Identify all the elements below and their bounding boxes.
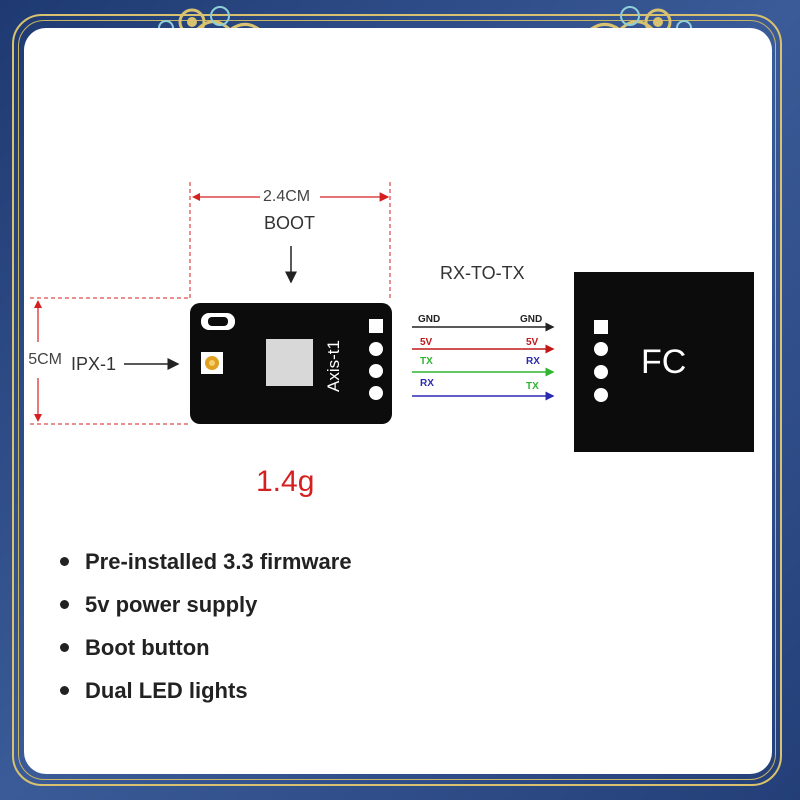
- wire-right-label: TX: [526, 381, 539, 392]
- fc-pad: [594, 388, 608, 402]
- gold-border: [12, 14, 782, 786]
- feature-list: Pre-installed 3.3 firmware 5v power supp…: [60, 540, 352, 712]
- boot-label: BOOT: [264, 213, 316, 233]
- wire-right-label: 5V: [526, 337, 539, 348]
- wire-left-label: TX: [420, 356, 433, 367]
- fc-pad: [594, 365, 608, 379]
- wire-left-label: 5V: [420, 337, 433, 348]
- gold-inner-border: [18, 20, 776, 780]
- list-item: Pre-installed 3.3 firmware: [60, 540, 352, 583]
- antenna-label: IPX-1: [71, 354, 117, 374]
- fc-label: FC: [641, 343, 687, 381]
- bullet-icon: [60, 600, 69, 609]
- list-item: 5v power supply: [60, 583, 352, 626]
- connection-label: RX-TO-TX: [440, 263, 525, 283]
- receiver-name: Axis-t1: [324, 340, 343, 392]
- list-item: Boot button: [60, 626, 352, 669]
- receiver-pad-square: [369, 319, 383, 333]
- receiver-pad: [369, 342, 383, 356]
- fc-pad-square: [594, 320, 608, 334]
- receiver-pad: [369, 364, 383, 378]
- height-dimension-label: 5CM: [28, 351, 62, 368]
- chip-icon: [266, 339, 313, 386]
- wire-left-label: GND: [418, 314, 441, 325]
- weight-label: 1.4g: [256, 465, 315, 498]
- fc-pad: [594, 342, 608, 356]
- list-item: Dual LED lights: [60, 669, 352, 712]
- bullet-icon: [60, 643, 69, 652]
- wire-left-label: RX: [420, 378, 434, 389]
- bullet-icon: [60, 557, 69, 566]
- bullet-icon: [60, 686, 69, 695]
- receiver-pad: [369, 386, 383, 400]
- flight-controller-board: [574, 272, 754, 452]
- wire-right-label: GND: [520, 314, 543, 325]
- wire-group: [412, 322, 555, 401]
- width-dimension-label: 2.4CM: [263, 188, 311, 205]
- wire-right-label: RX: [526, 356, 540, 367]
